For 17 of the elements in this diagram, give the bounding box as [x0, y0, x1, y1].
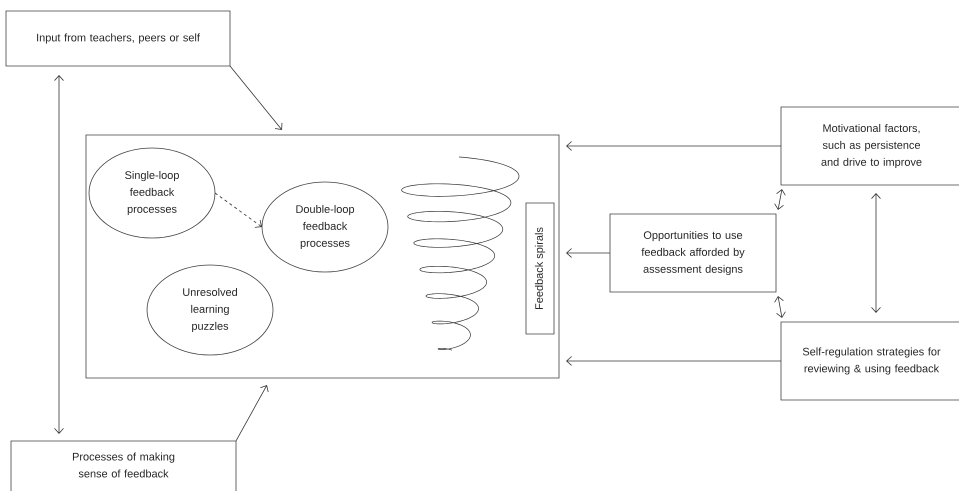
arrow: [236, 385, 269, 442]
frame-box: [86, 134, 560, 378]
arrow: [54, 75, 64, 434]
text-box: Opportunities to use feedback afforded by assessment designs: [610, 214, 776, 292]
arrow: [566, 141, 782, 151]
text-box: Input from teachers, peers or self: [6, 10, 230, 66]
arrow: [774, 296, 786, 318]
text-box: Processes of making sense of feedback: [10, 440, 236, 491]
arrow: [566, 248, 610, 258]
text-box: Self-regulation strategies for reviewing & using feedback: [780, 322, 959, 400]
label-box: Feedback spirals: [526, 202, 554, 334]
arrow: [774, 189, 786, 210]
arrow: [230, 66, 282, 130]
arrow: [871, 193, 881, 313]
arrow: [566, 356, 782, 366]
arrow: [214, 192, 262, 228]
text-box: Motivational factors, such as persistence and drive to improve: [780, 106, 959, 186]
